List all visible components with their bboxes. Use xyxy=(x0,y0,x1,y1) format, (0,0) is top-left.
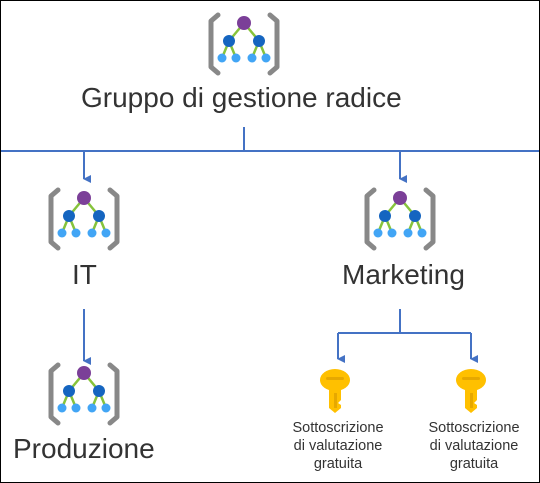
subscription-line: Sottoscrizione xyxy=(292,420,384,436)
it-label: IT xyxy=(72,259,97,290)
subscription-2-label: Sottoscrizione di valutazione gratuita xyxy=(409,419,539,473)
subscription-line: Sottoscrizione xyxy=(428,420,520,436)
produzione-label: Produzione xyxy=(13,433,155,464)
management-group-icon xyxy=(362,186,438,252)
management-group-icon xyxy=(206,11,282,77)
subscription-line: gratuita xyxy=(313,456,363,472)
marketing-label: Marketing xyxy=(342,259,465,290)
management-group-icon xyxy=(46,361,122,427)
subscription-1-label: Sottoscrizione di valutazione gratuita xyxy=(273,419,403,473)
subscription-line: gratuita xyxy=(449,456,499,472)
root-label: Gruppo di gestione radice xyxy=(81,82,402,113)
management-group-icon xyxy=(46,186,122,252)
key-icon xyxy=(319,368,351,414)
subscription-line: di valutazione xyxy=(293,438,383,454)
subscription-line: di valutazione xyxy=(429,438,519,454)
key-icon xyxy=(455,368,487,414)
